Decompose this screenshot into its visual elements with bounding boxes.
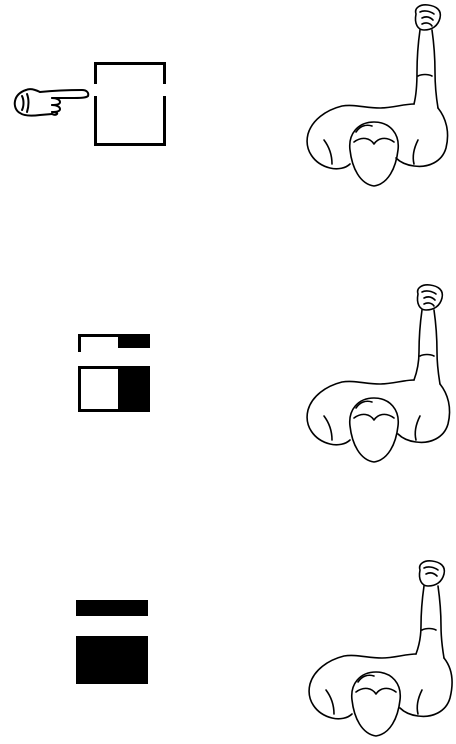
overhead-person-figure-2 [296, 278, 454, 474]
frame-fill-bottom [76, 636, 148, 684]
frame-outline-symbol [88, 58, 168, 150]
frame-fill-top [76, 600, 148, 616]
pointing-hand-icon [10, 82, 90, 120]
frame-left-upper [78, 334, 81, 352]
frame-right-upper [163, 62, 166, 84]
overhead-person-figure-3 [296, 550, 454, 744]
frame-bottom-bar [94, 143, 166, 146]
frame-partially-filled-symbol [74, 330, 154, 416]
frame-fill-top-right [118, 334, 150, 348]
frame-right-lower [163, 96, 166, 146]
overhead-person-figure-1 [296, 0, 454, 200]
frame-left-lower [78, 366, 81, 412]
frame-mid-bar [78, 366, 122, 369]
frame-right-lower-fill [118, 366, 150, 412]
frame-fully-filled-symbol [72, 596, 152, 688]
frame-bottom-bar [78, 409, 150, 412]
frame-left-upper [94, 62, 97, 84]
frame-left-lower [94, 96, 97, 146]
frame-top-bar [94, 62, 166, 65]
